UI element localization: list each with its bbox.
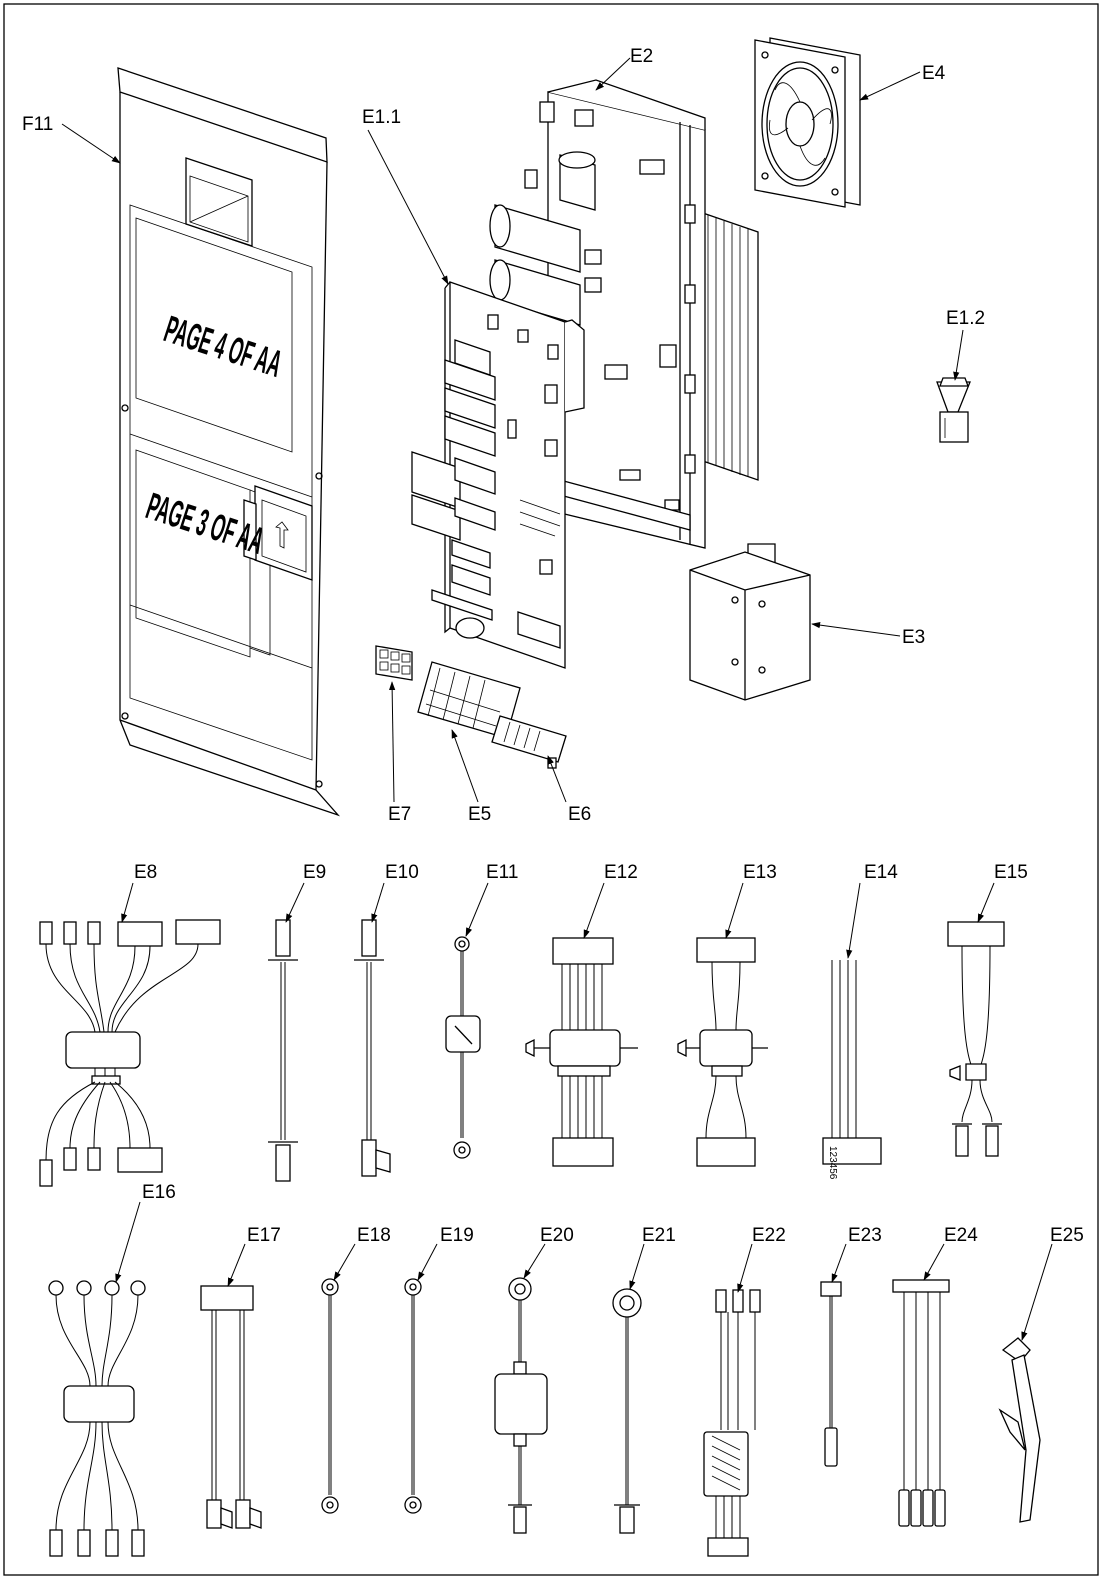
label-e13: E13 — [743, 862, 777, 883]
part-e6-terminal-block — [491, 715, 567, 769]
label-e21: E21 — [642, 1225, 676, 1246]
label-e12: E12 — [604, 862, 638, 883]
label-e1-2: E1.2 — [946, 308, 985, 329]
part-e1-1-control-board — [411, 281, 585, 669]
label-e22: E22 — [752, 1225, 786, 1246]
label-e7: E7 — [388, 804, 411, 825]
leader-lines — [61, 57, 1053, 1341]
part-e23-sensor — [820, 1281, 842, 1467]
panel-page-upper-text: PAGE 4 OF AA — [159, 308, 287, 386]
part-e8-wire-harness — [39, 919, 221, 1187]
part-labels: F11 E1.1 E2 E4 E1.2 E3 E7 E5 E6 E8 E9 E1… — [22, 46, 1084, 1246]
part-e20-wire — [494, 1277, 548, 1534]
part-e11-wire — [445, 936, 481, 1159]
label-e4: E4 — [922, 63, 946, 84]
part-e13-wire-harness — [677, 937, 768, 1167]
label-e10: E10 — [385, 862, 419, 883]
part-e10-wire — [354, 919, 391, 1177]
part-e14-wire-harness: 123456 — [822, 960, 882, 1180]
part-e12-wire-harness — [525, 937, 638, 1167]
label-e11: E11 — [486, 862, 518, 883]
label-e14: E14 — [864, 862, 898, 883]
label-e3: E3 — [902, 627, 925, 648]
part-e2-main-board — [489, 79, 759, 549]
label-e16: E16 — [142, 1182, 176, 1203]
diagram-frame — [3, 3, 1099, 1576]
label-f11: F11 — [22, 114, 53, 135]
label-e2: E2 — [630, 46, 653, 67]
label-e9: E9 — [303, 862, 326, 883]
label-e18: E18 — [357, 1225, 391, 1246]
label-e19: E19 — [440, 1225, 474, 1246]
label-e23: E23 — [848, 1225, 882, 1246]
part-e22-wire-harness — [703, 1289, 761, 1557]
part-e16-wire-harness — [48, 1280, 146, 1557]
part-e19-wire — [404, 1278, 422, 1514]
part-e21-wire — [612, 1288, 642, 1534]
label-e25: E25 — [1050, 1225, 1084, 1246]
label-e24: E24 — [944, 1225, 978, 1246]
label-e6: E6 — [568, 804, 591, 825]
part-f11-front-panel: PAGE 4 OF AA PAGE 3 OF AA — [117, 67, 341, 817]
part-e17-wire-harness — [200, 1285, 262, 1529]
label-e15: E15 — [994, 862, 1028, 883]
part-e15-wire-harness — [947, 921, 1005, 1157]
part-e4-fan — [754, 37, 861, 208]
part-e25-clip — [998, 1337, 1041, 1523]
part-e7-terminal-block — [375, 645, 413, 681]
part-e3-transformer — [689, 543, 811, 701]
label-e20: E20 — [540, 1225, 574, 1246]
part-e5-terminal-block — [417, 661, 521, 739]
part-e9-wire — [268, 919, 298, 1182]
part-e24-wire-harness — [892, 1279, 950, 1527]
label-e17: E17 — [247, 1225, 281, 1246]
label-e1-1: E1.1 — [362, 107, 401, 128]
e14-pin-numbers: 123456 — [827, 1146, 838, 1180]
part-e1-2-fuse — [936, 377, 971, 443]
label-e8: E8 — [134, 862, 157, 883]
part-e18-wire — [321, 1278, 339, 1514]
label-e5: E5 — [468, 804, 491, 825]
